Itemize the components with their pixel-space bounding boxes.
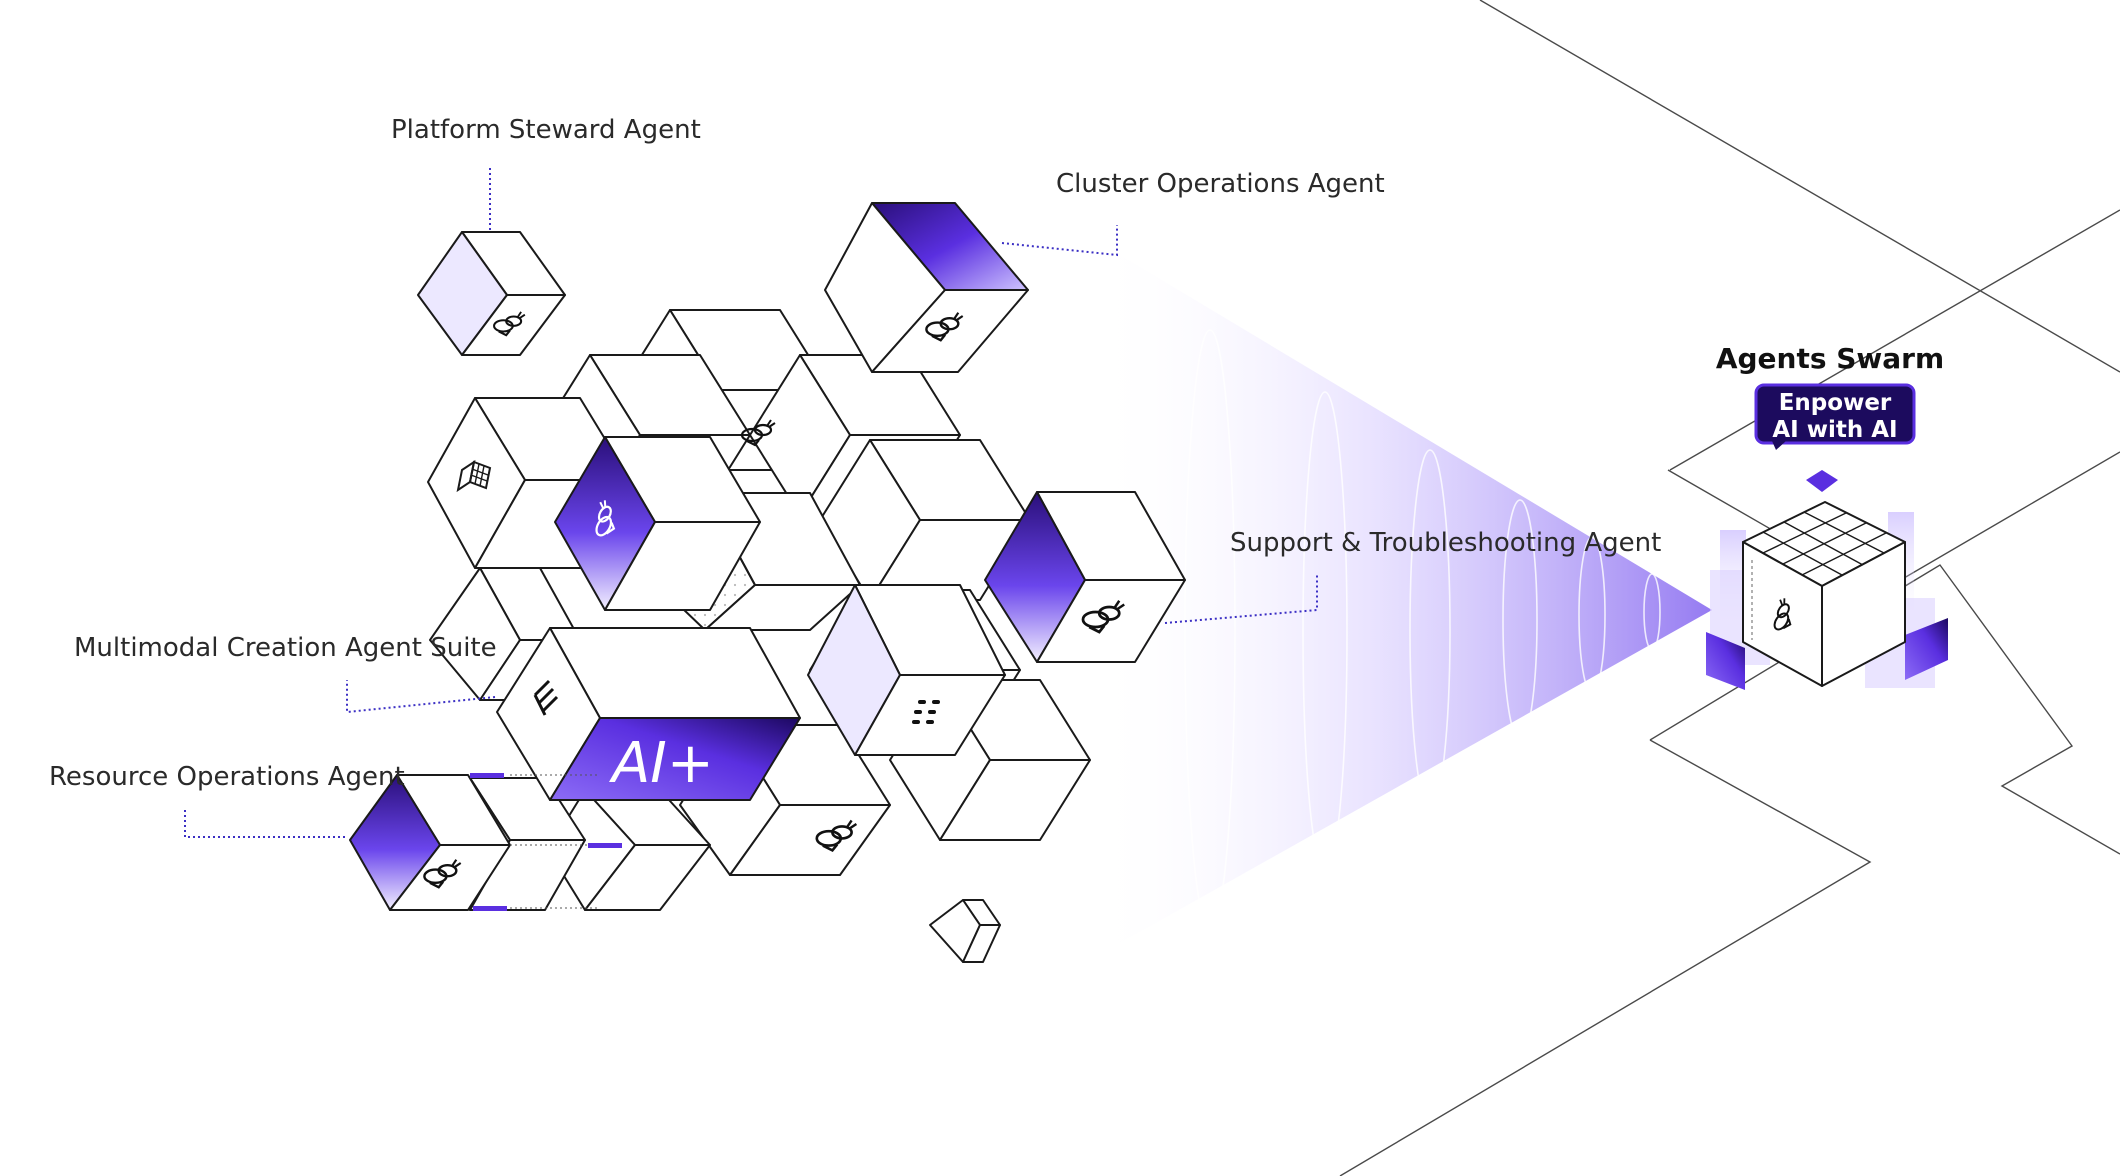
- platform-steward-cube: [417, 231, 566, 356]
- resource-operations-cube: [349, 774, 511, 911]
- cluster-operations-label: Cluster Operations Agent: [1056, 169, 1385, 199]
- agents-swarm-cube: [1706, 470, 1948, 690]
- small-cube: [929, 899, 1001, 963]
- swarm-badge-line1: Enpower: [1779, 390, 1892, 416]
- ai-plus-text: AI+: [609, 731, 714, 796]
- swarm-title: Agents Swarm: [1716, 342, 1944, 375]
- ai-plus-block: [496, 627, 801, 801]
- rubiks-cube-icon: [456, 459, 492, 493]
- signal-beam: [1090, 255, 1712, 960]
- swarm-badge-line2: AI with AI: [1772, 417, 1897, 443]
- support-troubleshooting-label: Support & Troubleshooting Agent: [1230, 528, 1661, 558]
- swarm-badge: [1754, 383, 1916, 450]
- resource-operations-label: Resource Operations Agent: [49, 762, 405, 792]
- cluster-operations-cube: [824, 202, 1029, 373]
- connector-bars: [470, 773, 622, 911]
- cube-cluster: [427, 309, 1091, 911]
- leader-lines: [184, 168, 1318, 838]
- cluster-cube-gradient-left: [554, 436, 761, 611]
- weave-icon: [533, 679, 559, 716]
- platform-steward-label: Platform Steward Agent: [391, 115, 701, 145]
- cluster-cube-light: [807, 584, 1006, 756]
- multimodal-creation-label: Multimodal Creation Agent Suite: [74, 633, 497, 663]
- support-troubleshooting-cube: [984, 491, 1186, 663]
- grid-dots-icon: [912, 700, 940, 724]
